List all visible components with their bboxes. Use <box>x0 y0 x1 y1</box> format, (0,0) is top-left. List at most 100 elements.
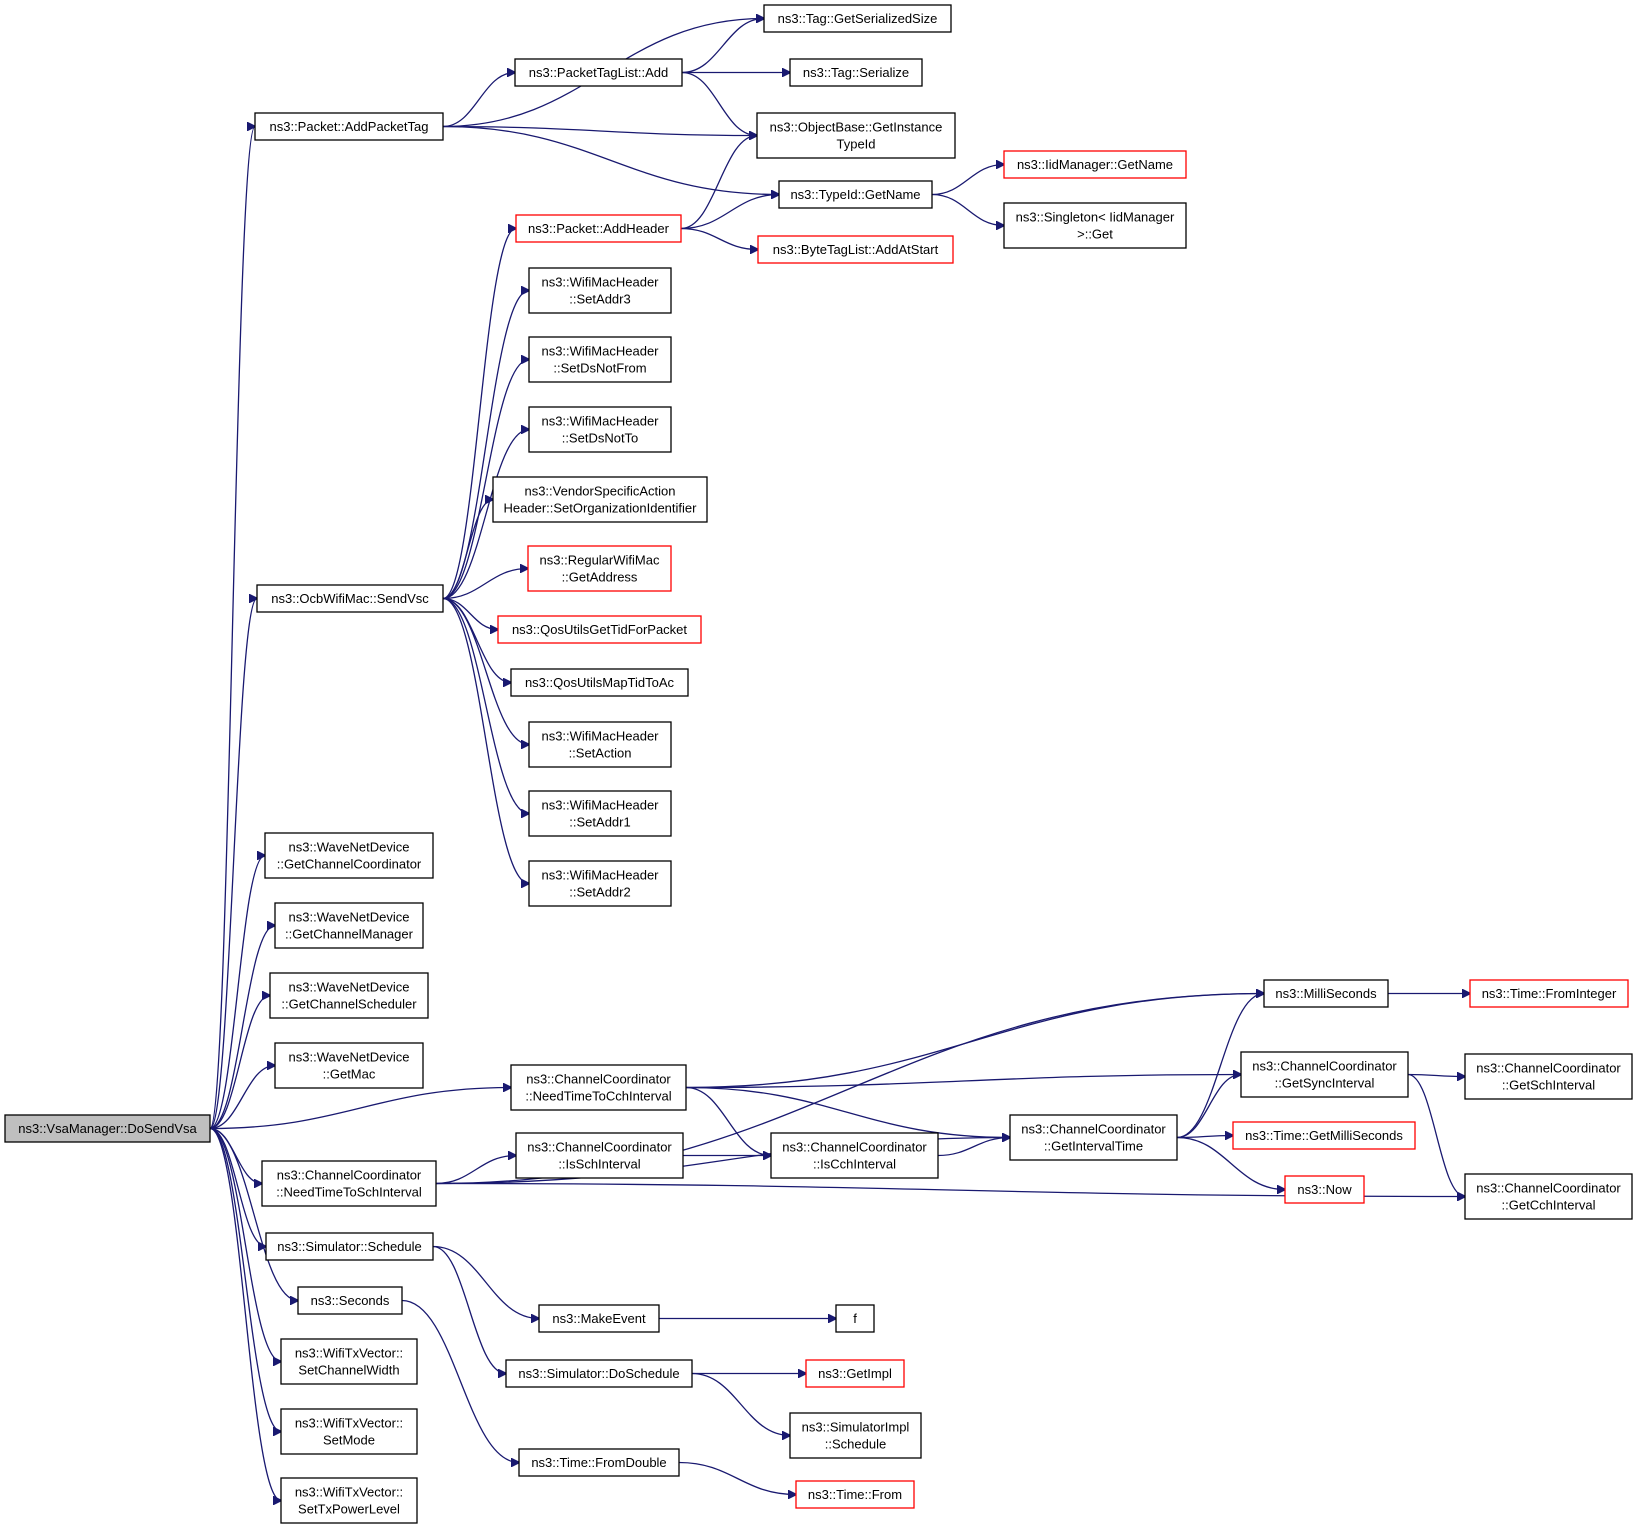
function-node-box <box>1232 1121 1416 1150</box>
function-node[interactable]: ns3::Tag::Serialize <box>789 58 923 87</box>
call-edge-line <box>680 227 758 250</box>
call-edge-line <box>1407 1073 1465 1197</box>
function-node-label: ns3::VendorSpecificAction <box>524 484 675 499</box>
function-node[interactable]: ns3::Time::From <box>795 1480 915 1509</box>
function-node[interactable]: ns3::GetImpl <box>805 1359 905 1388</box>
function-node[interactable]: ns3::PacketTagList::Add <box>514 58 683 87</box>
function-node[interactable]: ns3::WifiMacHeader::SetDsNotFrom <box>528 336 672 383</box>
function-node[interactable]: ns3::WifiMacHeader::SetAction <box>528 721 672 768</box>
call-edge <box>678 1461 796 1495</box>
function-node[interactable]: ns3::ChannelCoordinator::GetSyncInterval <box>1240 1051 1409 1098</box>
function-node[interactable]: ns3::Time::FromDouble <box>518 1448 680 1477</box>
call-edge-line <box>435 1182 1465 1197</box>
call-edge-line <box>209 1127 281 1501</box>
function-node[interactable]: ns3::SimulatorImpl::Schedule <box>789 1412 922 1459</box>
call-edge <box>209 1127 298 1301</box>
function-node[interactable]: ns3::ChannelCoordinator::NeedTimeToSchIn… <box>261 1160 437 1207</box>
function-node-box <box>514 58 683 87</box>
function-node[interactable]: ns3::Simulator::DoSchedule <box>505 1359 693 1388</box>
call-edge <box>209 1088 511 1130</box>
function-node-label: ns3::IidManager::GetName <box>1017 157 1173 172</box>
call-edge <box>435 1156 516 1185</box>
call-edge <box>680 136 757 230</box>
function-node[interactable]: ns3::WifiTxVector::SetTxPowerLevel <box>280 1477 418 1524</box>
function-node[interactable]: ns3::WifiMacHeader::SetAddr1 <box>528 790 672 837</box>
function-node-label: ns3::WifiTxVector:: <box>295 1346 403 1361</box>
function-node[interactable]: ns3::WifiMacHeader::SetDsNotTo <box>528 406 672 453</box>
call-edge <box>442 500 493 600</box>
function-node-label: ns3::WifiMacHeader <box>541 275 659 290</box>
call-edge <box>442 430 529 600</box>
call-edge-line <box>442 569 528 600</box>
call-edge <box>435 1182 1465 1197</box>
function-node-label: ns3::ChannelCoordinator <box>1252 1059 1397 1074</box>
call-edge <box>931 193 1004 226</box>
call-edge-line <box>209 1127 281 1432</box>
function-node-label: ::GetMac <box>323 1067 376 1082</box>
function-node-box <box>528 721 672 768</box>
function-node[interactable]: ns3::Singleton< IidManager>::Get <box>1003 202 1187 249</box>
function-node[interactable]: ns3::WifiMacHeader::SetAddr2 <box>528 860 672 907</box>
call-edge <box>680 227 758 250</box>
function-node-label: ns3::PacketTagList::Add <box>529 65 668 80</box>
function-node[interactable]: ns3::ChannelCoordinator::GetSchInterval <box>1464 1053 1633 1100</box>
function-node[interactable]: ns3::WifiTxVector::SetMode <box>280 1408 418 1455</box>
function-node[interactable]: ns3::RegularWifiMac::GetAddress <box>527 545 672 592</box>
function-node[interactable]: ns3::ChannelCoordinator::NeedTimeToCchIn… <box>510 1064 687 1111</box>
function-node[interactable]: ns3::Packet::AddHeader <box>515 214 682 243</box>
function-node[interactable]: ns3::Seconds <box>297 1286 403 1315</box>
function-node-label: TypeId <box>836 137 875 152</box>
function-node-label: ns3::WifiMacHeader <box>541 414 659 429</box>
function-node[interactable]: ns3::Packet::AddPacketTag <box>254 112 444 141</box>
root-function-node[interactable]: ns3::VsaManager::DoSendVsa <box>4 1114 211 1143</box>
function-node-label: ::GetAddress <box>562 570 638 585</box>
call-edge-line <box>442 360 529 600</box>
call-edge-line <box>435 1156 516 1185</box>
function-node[interactable]: ns3::ChannelCoordinator::GetIntervalTime <box>1009 1114 1178 1161</box>
function-node[interactable]: ns3::WifiTxVector::SetChannelWidth <box>280 1338 418 1385</box>
function-node[interactable]: ns3::OcbWifiMac::SendVsc <box>256 584 444 613</box>
function-node[interactable]: ns3::MilliSeconds <box>1263 979 1389 1008</box>
function-node[interactable]: ns3::Time::FromInteger <box>1469 979 1629 1008</box>
function-node[interactable]: ns3::Simulator::Schedule <box>265 1232 434 1261</box>
call-edge <box>681 71 757 136</box>
function-node[interactable]: ns3::Time::GetMilliSeconds <box>1232 1121 1416 1150</box>
function-node[interactable]: ns3::WaveNetDevice::GetChannelScheduler <box>269 972 429 1019</box>
call-edge-line <box>442 125 757 136</box>
function-node[interactable]: ns3::WaveNetDevice::GetChannelCoordinato… <box>264 832 434 879</box>
function-node-label: ns3::WaveNetDevice <box>289 840 410 855</box>
function-node[interactable]: ns3::QosUtilsGetTidForPacket <box>497 615 702 644</box>
function-node[interactable]: f <box>835 1304 875 1333</box>
function-node[interactable]: ns3::WaveNetDevice::GetMac <box>274 1042 424 1089</box>
function-node[interactable]: ns3::ChannelCoordinator::IsSchInterval <box>515 1132 684 1179</box>
function-node-box <box>510 668 689 697</box>
function-node[interactable]: ns3::TypeId::GetName <box>778 180 933 209</box>
function-node[interactable]: ns3::WifiMacHeader::SetAddr3 <box>528 267 672 314</box>
call-edge <box>680 195 779 230</box>
call-edge <box>685 1075 1241 1089</box>
function-node[interactable]: ns3::VendorSpecificActionHeader::SetOrga… <box>492 476 708 523</box>
call-edge <box>209 1127 281 1362</box>
function-node-label: ns3::Seconds <box>311 1293 390 1308</box>
function-node[interactable]: ns3::ChannelCoordinator::IsCchInterval <box>770 1132 939 1179</box>
function-node[interactable]: ns3::QosUtilsMapTidToAc <box>510 668 689 697</box>
function-node-box <box>497 615 702 644</box>
function-node-box <box>280 1408 418 1455</box>
function-node[interactable]: ns3::IidManager::GetName <box>1003 150 1187 179</box>
function-node[interactable]: ns3::Now <box>1284 1175 1365 1204</box>
function-node-label: ::IsSchInterval <box>558 1157 640 1172</box>
function-node-label: ns3::WifiTxVector:: <box>295 1485 403 1500</box>
function-node-label: ::IsCchInterval <box>813 1157 896 1172</box>
function-node[interactable]: ns3::WaveNetDevice::GetChannelManager <box>274 902 424 949</box>
function-node[interactable]: ns3::Tag::GetSerializedSize <box>763 4 952 33</box>
function-node-box <box>1464 1053 1633 1100</box>
function-node-box <box>527 545 672 592</box>
function-node[interactable]: ns3::MakeEvent <box>538 1304 660 1333</box>
call-edge <box>442 291 529 600</box>
function-node[interactable]: ns3::ChannelCoordinator::GetCchInterval <box>1464 1173 1633 1220</box>
call-edge-line <box>1407 1075 1465 1077</box>
function-node-box <box>528 336 672 383</box>
function-node[interactable]: ns3::ByteTagList::AddAtStart <box>757 235 954 264</box>
function-node-label: ns3::VsaManager::DoSendVsa <box>18 1121 197 1136</box>
